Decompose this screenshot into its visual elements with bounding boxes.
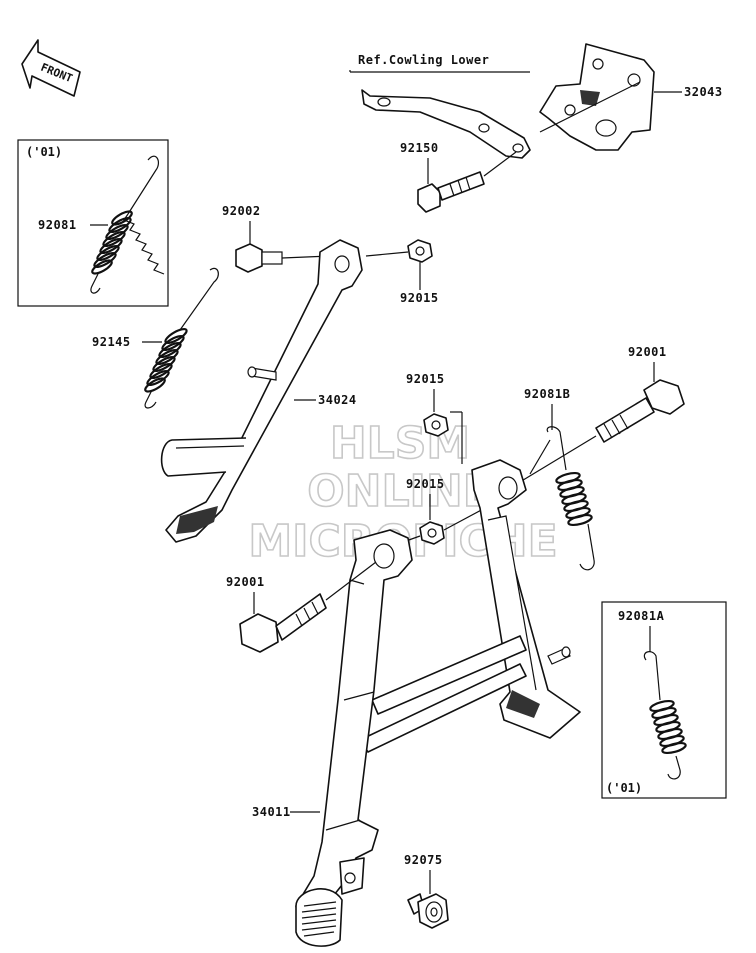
label-92015-lower: 92015 <box>406 477 445 491</box>
cowling-bracket-stay <box>361 89 531 159</box>
label-34011: 34011 <box>252 805 291 819</box>
label-92001-right: 92001 <box>628 345 667 359</box>
label-32043: 32043 <box>684 85 723 99</box>
part-92001-bolt-left <box>239 593 327 653</box>
year-label-top: ('01) <box>26 145 62 159</box>
year-box-top-left <box>17 139 169 307</box>
part-92075-stopper <box>407 893 449 929</box>
part-92002-bolt <box>235 243 283 273</box>
part-34024-side-stand <box>160 239 363 543</box>
part-92015-nut-middle <box>423 413 449 437</box>
part-32043-bracket <box>539 43 655 151</box>
label-92001-left: 92001 <box>226 575 265 589</box>
part-92081-spring <box>90 155 165 294</box>
watermark-line-2: ONLINE <box>307 466 493 517</box>
label-92075: 92075 <box>404 853 443 867</box>
label-92015-top: 92015 <box>400 291 439 305</box>
part-92081b-spring <box>546 426 595 571</box>
label-92002: 92002 <box>222 204 261 218</box>
label-92081a: 92081A <box>618 609 665 623</box>
watermark-line-1: HLSM <box>330 418 470 469</box>
part-92145-spring <box>144 267 219 409</box>
part-92015-nut-top <box>407 239 433 263</box>
label-92081b: 92081B <box>524 387 570 401</box>
part-92150-bolt <box>417 171 485 213</box>
label-92015-middle: 92015 <box>406 372 445 386</box>
label-92081: 92081 <box>38 218 77 232</box>
part-34011-center-stand <box>295 459 581 947</box>
label-92145: 92145 <box>92 335 131 349</box>
label-92150: 92150 <box>400 141 439 155</box>
label-34024: 34024 <box>318 393 357 407</box>
year-label-right: ('01) <box>606 781 642 795</box>
part-92001-bolt-right <box>595 379 685 443</box>
front-arrow-icon: FRONT <box>21 39 81 97</box>
part-92081a-spring <box>643 651 687 780</box>
year-box-right <box>601 601 727 799</box>
ref-cowling-lower-label: Ref.Cowling Lower <box>358 53 489 67</box>
part-92015-nut-lower <box>419 521 445 545</box>
